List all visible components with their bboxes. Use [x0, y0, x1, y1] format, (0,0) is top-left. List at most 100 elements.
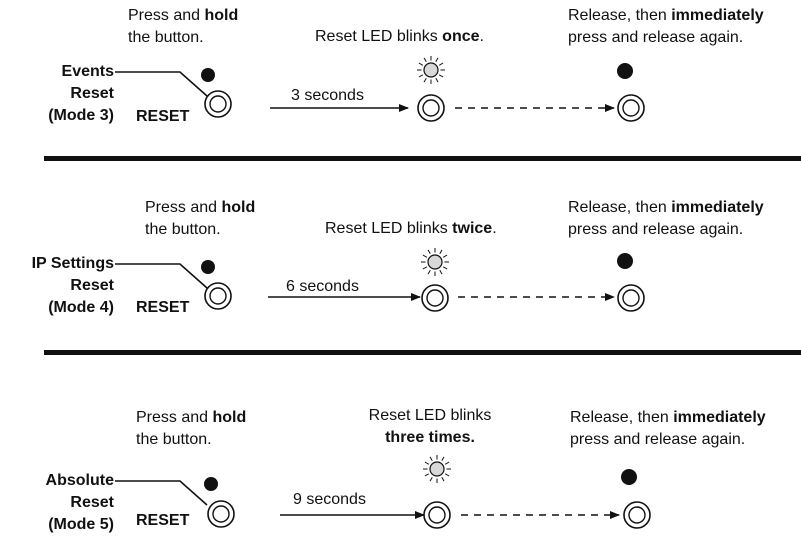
- reset-button-label: RESET: [136, 108, 190, 125]
- step-press-hold-line-2: the button.: [136, 431, 212, 448]
- step-led-blinks: Reset LED blinks twice.: [325, 219, 497, 239]
- led-ray: [444, 461, 450, 465]
- led-ray: [438, 74, 444, 78]
- mode-label-line-1: IP Settings: [31, 255, 114, 272]
- reset-button-inner-ring: [622, 289, 640, 307]
- step-led-blinks-bold: once: [442, 28, 480, 45]
- step-release-text: Release, then: [568, 7, 672, 24]
- reset-button-icon: [204, 90, 232, 118]
- reset-button-icon: [417, 94, 445, 122]
- step-press-hold-text: Press and: [136, 409, 213, 426]
- mode-label-line-1: Absolute: [45, 472, 114, 489]
- step-release-text: Release, then: [570, 409, 674, 426]
- mode-label-line-3: (Mode 3): [48, 107, 114, 124]
- led-ray: [444, 473, 450, 477]
- led-ray: [439, 269, 443, 275]
- reset-button-inner-ring: [212, 505, 230, 523]
- led-ray: [418, 74, 424, 78]
- step-release-line-2: press and release again.: [570, 431, 746, 448]
- step-press-hold: Press and hold: [136, 408, 246, 428]
- reset-button-inner-ring: [209, 95, 227, 113]
- panel-3-graphics: [115, 455, 651, 529]
- step-led-blinks-post: .: [479, 28, 484, 45]
- step-press-hold-bold: hold: [204, 7, 239, 24]
- reset-button-icon: [423, 501, 451, 529]
- blinking-led-icon: [421, 248, 449, 276]
- step-press-hold-line-2: the button.: [128, 29, 204, 46]
- panel-1-graphics: [44, 56, 801, 161]
- led-ray: [427, 249, 431, 255]
- step-release-bold: immediately: [671, 7, 764, 24]
- step-release: Release, then immediately: [568, 6, 764, 26]
- led-ray: [424, 461, 430, 465]
- step-release: Release, then immediately: [568, 198, 764, 218]
- led-ray: [418, 62, 424, 66]
- leader-line: [115, 263, 208, 289]
- reset-button-inner-ring: [426, 289, 444, 307]
- reset-button-icon: [623, 501, 651, 529]
- step-release-bold: immediately: [671, 199, 764, 216]
- led-ray: [435, 57, 439, 63]
- panel-events-reset: Events Reset (Mode 3) Press and hold the…: [0, 0, 801, 160]
- step-press-hold-bold: hold: [221, 199, 256, 216]
- led-ray: [422, 254, 428, 258]
- reset-button-label: RESET: [136, 512, 190, 529]
- blinking-led-icon: [417, 56, 445, 84]
- step-release-text: Release, then: [568, 199, 672, 216]
- led-ray: [427, 269, 431, 275]
- reset-button-icon: [204, 282, 232, 310]
- section-separator: [44, 350, 801, 355]
- reset-button-icon: [207, 500, 235, 528]
- step-press-hold: Press and hold: [145, 198, 255, 218]
- step-led-blinks-line-2: three times.: [385, 429, 475, 446]
- step-led-blinks-bold: twice: [452, 220, 493, 237]
- step-press-hold: Press and hold: [128, 6, 238, 26]
- led-indicator: [621, 469, 637, 485]
- led-ray: [442, 254, 448, 258]
- panel-ip-settings-reset: IP Settings Reset (Mode 4) Press and hol…: [31, 198, 764, 316]
- step-press-hold-line-2: the button.: [145, 221, 221, 238]
- led-indicator: [204, 477, 218, 491]
- mode-label-line-1: Events: [61, 63, 114, 80]
- step-release-line-2: press and release again.: [568, 29, 744, 46]
- reset-button-inner-ring: [628, 506, 646, 524]
- reset-button-label: RESET: [136, 299, 190, 316]
- step-release-line-2: press and release again.: [568, 221, 744, 238]
- led-ray: [442, 266, 448, 270]
- duration-label: 9 seconds: [293, 491, 366, 508]
- step-led-blinks-text: Reset LED blinks: [325, 220, 453, 237]
- duration-label: 6 seconds: [286, 278, 359, 295]
- blinking-led-body: [429, 461, 445, 477]
- led-indicator: [617, 253, 633, 269]
- blinking-led-body: [427, 254, 443, 270]
- step-release-bold: immediately: [673, 409, 766, 426]
- led-ray: [441, 456, 445, 462]
- reset-button-inner-ring: [428, 506, 446, 524]
- led-ray: [441, 476, 445, 482]
- leader-line: [115, 71, 208, 97]
- step-led-blinks: Reset LED blinks once.: [315, 27, 484, 47]
- mode-label-line-2: Reset: [70, 277, 114, 294]
- reset-button-inner-ring: [622, 99, 640, 117]
- step-led-blinks: Reset LED blinks: [330, 406, 530, 426]
- panel-2-graphics: [44, 248, 801, 355]
- led-ray: [423, 77, 427, 83]
- led-indicator: [617, 63, 633, 79]
- led-ray: [438, 62, 444, 66]
- step-led-blinks-text: Reset LED blinks: [315, 28, 443, 45]
- step-press-hold-text: Press and: [128, 7, 205, 24]
- mode-label-line-3: (Mode 4): [48, 299, 114, 316]
- reset-button-icon: [421, 284, 449, 312]
- mode-label-line-3: (Mode 5): [48, 516, 114, 533]
- mode-label-line-2: Reset: [70, 494, 114, 511]
- step-led-blinks-text: Reset LED blinks: [368, 407, 492, 424]
- section-separator: [44, 156, 801, 161]
- led-indicator: [201, 68, 215, 82]
- led-ray: [429, 476, 433, 482]
- led-ray: [423, 57, 427, 63]
- reset-button-inner-ring: [422, 99, 440, 117]
- blinking-led-icon: [423, 455, 451, 483]
- led-ray: [424, 473, 430, 477]
